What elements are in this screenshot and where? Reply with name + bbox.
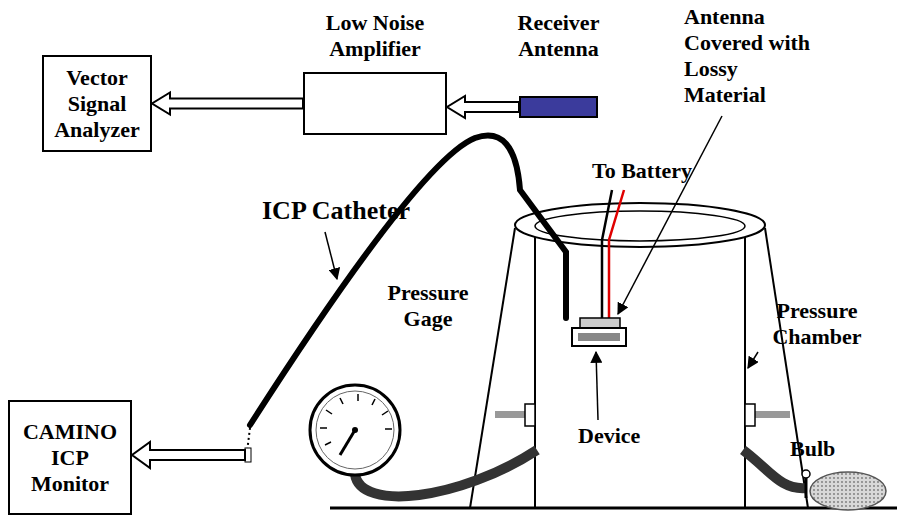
part-label: Pressure Chamber [752, 298, 882, 350]
node-heading: Receiver Antenna [504, 10, 614, 62]
part-label: Pressure Gage [372, 280, 484, 332]
part-label: Bulb [790, 436, 835, 462]
node-label: Vector Signal Analyzer [49, 65, 145, 143]
node-heading: Low Noise Amplifier [293, 10, 458, 62]
node-label: CAMINO ICP Monitor [15, 419, 125, 497]
part-label: To Battery [592, 158, 692, 184]
amplifier-box: Low Noise Amplifier [303, 72, 447, 135]
signal-arrow [152, 93, 303, 115]
monitor-box: CAMINO ICP Monitor [8, 400, 132, 515]
part-label: ICP Catheter [262, 196, 410, 226]
part-label: Antenna Covered with Lossy Material [684, 4, 822, 108]
antenna-symbol: Receiver Antenna [519, 96, 598, 118]
analyzer-box: Vector Signal Analyzer [42, 55, 152, 152]
part-label: Device [578, 423, 640, 449]
signal-arrow [447, 96, 519, 118]
